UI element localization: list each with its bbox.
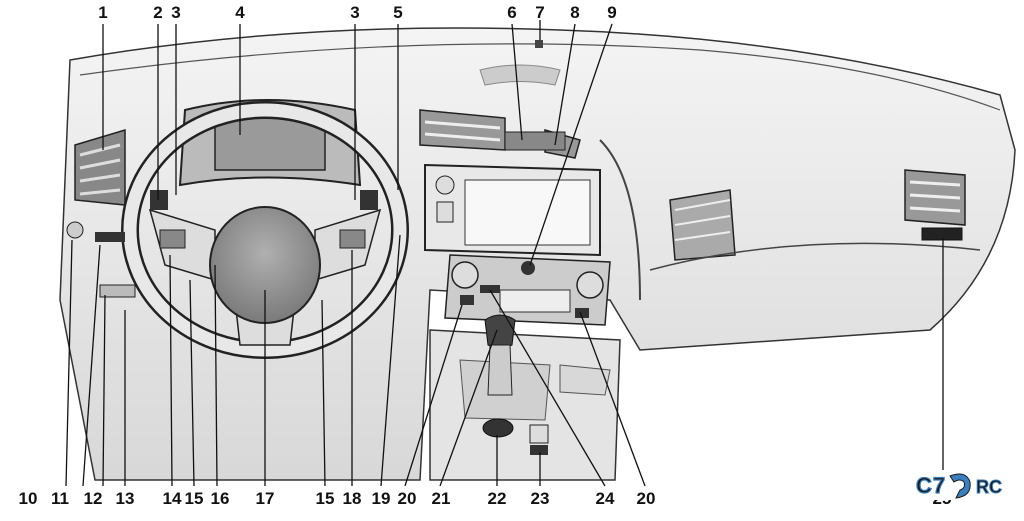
callout-13: 13 xyxy=(115,489,135,508)
right-air-vent xyxy=(904,169,966,241)
callout-15: 15 xyxy=(184,489,204,508)
climate-controls xyxy=(444,254,611,326)
callout-20: 20 xyxy=(397,489,417,508)
infotainment-screen xyxy=(424,163,601,257)
callout-1: 1 xyxy=(98,3,108,22)
callout-11: 11 xyxy=(51,489,69,508)
callout-20b: 20 xyxy=(636,489,656,508)
passenger-dash-curve xyxy=(649,242,981,271)
callout-3: 3 xyxy=(171,3,181,22)
callout-7: 7 xyxy=(535,3,545,22)
mirror-area xyxy=(504,40,566,151)
callout-15b: 15 xyxy=(315,489,335,508)
svg-text:C7: C7 xyxy=(916,473,946,498)
windshield-line xyxy=(79,43,1001,111)
callout-4: 4 xyxy=(235,3,245,22)
callout-23: 23 xyxy=(530,489,550,508)
passenger-air-vent xyxy=(669,189,736,261)
center-console xyxy=(429,314,621,481)
leader-lines xyxy=(65,20,944,487)
passenger-dash-edge xyxy=(599,139,641,301)
callout-2: 2 xyxy=(153,3,163,22)
forum-logo: C7 RC xyxy=(912,470,1020,500)
callout-12: 12 xyxy=(83,489,103,508)
callout-22: 22 xyxy=(487,489,507,508)
callout-18: 18 xyxy=(342,489,362,508)
callout-19: 19 xyxy=(371,489,391,508)
callout-6: 6 xyxy=(507,3,517,22)
callout-9: 9 xyxy=(607,3,617,22)
defrost-grille xyxy=(479,64,561,86)
callout-16: 16 xyxy=(210,489,230,508)
callout-5: 5 xyxy=(393,3,403,22)
svg-text:RC: RC xyxy=(976,477,1002,497)
callout-8: 8 xyxy=(570,3,580,22)
left-switch-panel xyxy=(66,221,136,298)
callout-17: 17 xyxy=(255,489,275,508)
callout-10: 10 xyxy=(18,489,38,508)
callout-21: 21 xyxy=(431,489,451,508)
callout-14: 14 xyxy=(162,489,182,508)
callout-24: 24 xyxy=(595,489,615,508)
callout-3b: 3 xyxy=(350,3,360,22)
